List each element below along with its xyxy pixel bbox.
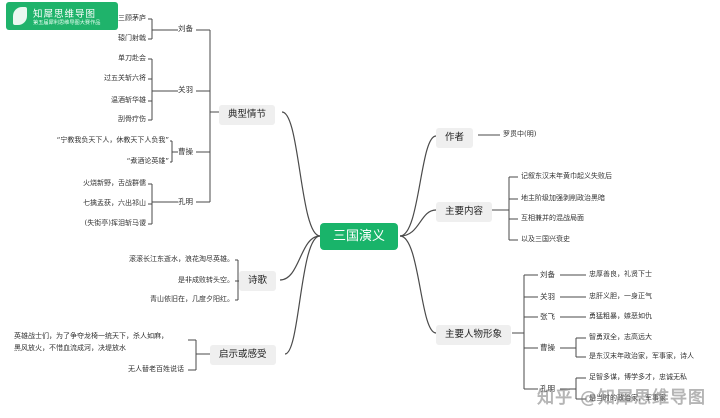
list-item: 英雄战士们，为了争夺龙椅一统天下，杀人如麻， — [14, 332, 168, 340]
list-item: 是东汉末年政治家，军事家，诗人 — [589, 352, 694, 360]
list-item: 是当时的政治家，军事家 — [589, 394, 666, 402]
plot-guanyu[interactable]: 关羽 — [178, 85, 193, 94]
character-kongming[interactable]: 孔明 — [540, 384, 555, 393]
watermark-text: 知乎 @知犀思维导图 — [537, 388, 706, 408]
list-item: 滚滚长江东逝水，浪花淘尽英雄。 — [129, 255, 234, 263]
list-item: 忠肝义胆，一身正气 — [589, 292, 652, 300]
character-guanyu[interactable]: 关羽 — [540, 292, 555, 301]
list-item: 是非成败转头空。 — [178, 276, 234, 284]
list-item: 辕门射戟 — [118, 34, 146, 42]
list-item: “宁教我负天下人，休教天下人负我” — [56, 136, 169, 144]
node-poem[interactable]: 诗歌 — [239, 271, 277, 291]
character-liubei[interactable]: 刘备 — [540, 270, 555, 279]
node-typical-plot[interactable]: 典型情节 — [219, 105, 276, 125]
list-item: 火烧新野，舌战群儒 — [83, 179, 146, 187]
list-item: 忠厚善良，礼贤下士 — [589, 270, 652, 278]
list-item: 以及三国兴衰史 — [521, 235, 570, 243]
edge-root-characters — [399, 235, 437, 334]
list-item: 地主阶级加强剥削政治黑暗 — [521, 194, 605, 202]
plot-caocao[interactable]: 曹操 — [178, 147, 193, 156]
list-item: 足智多谋，博学多才，忠诚无私 — [589, 373, 687, 381]
node-main-characters[interactable]: 主要人物形象 — [436, 325, 512, 345]
list-item: 无人替老百姓说话 — [128, 365, 184, 373]
plot-liubei[interactable]: 刘备 — [178, 24, 193, 33]
list-item: 智勇双全，志高远大 — [589, 333, 652, 341]
brand-logo: 知犀思维导图 第五届犀利思维导图大赛作品 — [6, 2, 118, 30]
list-item: 过五关斩六将 — [104, 74, 146, 82]
leaf-logo-icon — [13, 7, 27, 25]
character-caocao[interactable]: 曹操 — [540, 343, 555, 352]
list-item: 三顾茅庐 — [118, 14, 146, 22]
list-item: 记叙东汉末年黄巾起义失败后 — [521, 172, 612, 180]
list-item: 七擒孟获，六出祁山 — [83, 199, 146, 207]
node-insight[interactable]: 启示或感受 — [210, 345, 276, 365]
character-zhangfei[interactable]: 张飞 — [540, 312, 555, 321]
edge-root-content — [399, 209, 437, 237]
root-node[interactable]: 三国演义 — [320, 223, 399, 250]
plot-kongming[interactable]: 孔明 — [178, 197, 193, 206]
node-author[interactable]: 作者 — [436, 128, 474, 148]
list-item: 勇猛粗暴，嫉恶如仇 — [589, 312, 652, 320]
edge-root-plot — [281, 111, 321, 237]
list-item: “煮酒论英雄” — [126, 157, 169, 165]
list-item: 罗贯中(明) — [503, 130, 537, 138]
logo-title: 知犀思维导图 — [33, 9, 97, 20]
list-item: 温酒斩华雄 — [111, 96, 146, 104]
list-item: (失街亭)挥泪斩马谡 — [84, 219, 146, 227]
list-item: 单刀赴会 — [118, 54, 146, 62]
edge-root-insight — [284, 235, 321, 355]
edge-root-poem — [279, 235, 321, 281]
list-item: 刮骨疗伤 — [118, 115, 146, 123]
edge-root-author — [399, 135, 437, 237]
list-item: 黑风放火，不惜血流成河，决堤放水 — [14, 344, 126, 352]
list-item: 青山依旧在，几度夕阳红。 — [150, 295, 234, 303]
logo-subtitle: 第五届犀利思维导图大赛作品 — [33, 20, 101, 26]
list-item: 互相兼并的混战局面 — [521, 214, 584, 222]
node-main-content[interactable]: 主要内容 — [436, 202, 493, 222]
